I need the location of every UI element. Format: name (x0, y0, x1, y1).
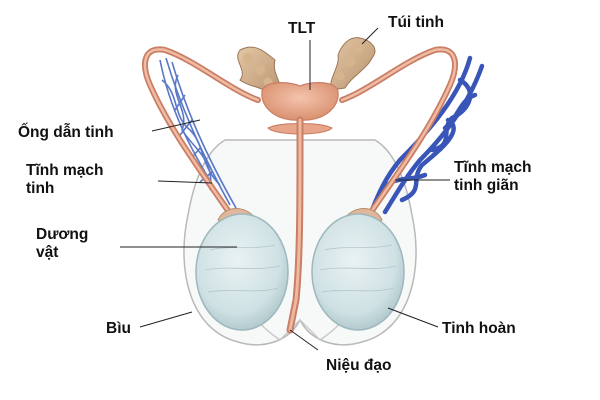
label-penis: Dương vật (36, 226, 89, 261)
leader-vas-deferens (151, 119, 201, 132)
leader-testis (387, 307, 439, 328)
seminal-vesicle-left (237, 46, 283, 96)
leader-lines (120, 27, 450, 351)
label-testis: Tinh hoàn (442, 320, 516, 337)
label-tlt: TLT (288, 20, 316, 37)
varicocele-right (369, 55, 485, 215)
label-seminal-vesicle: Túi tinh (388, 14, 444, 31)
leader-seminal-vesicle (361, 27, 379, 45)
testis-right (311, 213, 405, 331)
leader-scrotum (139, 311, 193, 328)
prostate-gland (261, 82, 339, 121)
leader-spermatic-vein (157, 180, 213, 184)
seminal-vesicle-right (329, 37, 376, 91)
label-varicocele: Tĩnh mạch tinh giãn (454, 159, 532, 194)
label-spermatic-vein: Tĩnh mạch tinh (26, 162, 104, 197)
label-urethra: Niệu đạo (326, 357, 392, 374)
vas-deferens (142, 46, 458, 228)
testis-left (195, 213, 289, 331)
label-vas-deferens: Ống dẫn tinh (18, 124, 114, 141)
leader-urethra (289, 329, 319, 351)
label-scrotum: Bìu (106, 320, 131, 337)
